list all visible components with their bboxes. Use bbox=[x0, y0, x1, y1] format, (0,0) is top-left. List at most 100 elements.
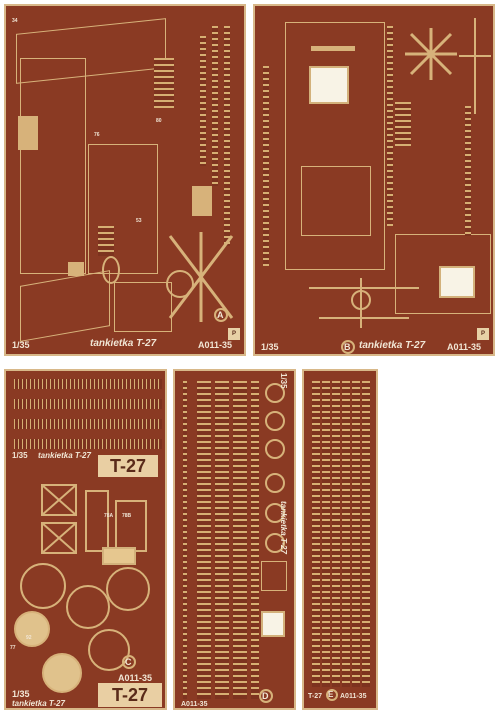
fret-letter: E bbox=[328, 690, 334, 699]
fret-letter: B bbox=[344, 342, 351, 352]
spring-part-b bbox=[395, 102, 411, 146]
track-strip-e6 bbox=[362, 381, 370, 687]
fret-letter: A bbox=[217, 310, 224, 320]
part-number-label: 80 bbox=[156, 118, 162, 124]
fret-code: A011-35 bbox=[198, 340, 233, 350]
fret-letter-badge bbox=[259, 689, 273, 703]
fret-c: 1/35 tankietka T-27 T-27 78A 78B 92 77 C… bbox=[4, 369, 167, 710]
side-panel-right bbox=[395, 234, 491, 314]
rail-strip-3 bbox=[200, 36, 206, 166]
fret-e: T-27 E A011-35 bbox=[302, 369, 378, 710]
hull-inner-panel bbox=[301, 166, 371, 236]
scale-label-top: 1/35 bbox=[12, 451, 28, 460]
track-strip-e2 bbox=[322, 381, 330, 687]
hinge-row-1 bbox=[14, 379, 162, 389]
track-strip-e1 bbox=[312, 381, 320, 687]
t27-badge: T-27 bbox=[98, 683, 162, 707]
part-number-label: 34 bbox=[12, 18, 18, 24]
road-wheel-6 bbox=[265, 533, 285, 553]
fret-letter: D bbox=[262, 691, 269, 701]
fret-letter-badge bbox=[326, 689, 338, 701]
spring-part-lower bbox=[98, 226, 114, 256]
spring-part bbox=[154, 58, 174, 108]
cross-part-b-2 bbox=[459, 18, 491, 114]
sprocket-2 bbox=[42, 653, 82, 693]
hatch-plate bbox=[18, 116, 38, 150]
fender-right bbox=[114, 282, 172, 332]
road-wheel-2 bbox=[265, 411, 285, 431]
road-wheel-3 bbox=[265, 439, 285, 459]
scale-label: 1/35 bbox=[12, 689, 30, 699]
hull-floor-panel bbox=[285, 22, 385, 270]
part-number-label: 53 bbox=[136, 218, 142, 224]
fret-title: tankietka T-27 bbox=[12, 699, 65, 708]
wheel-large-3 bbox=[106, 567, 150, 611]
wheel-large-1 bbox=[20, 563, 66, 609]
scale-label: 1/35 bbox=[12, 340, 30, 350]
hull-top-panel bbox=[16, 18, 166, 84]
fret-letter-badge bbox=[122, 655, 136, 669]
road-wheel-1 bbox=[265, 383, 285, 403]
track-strip-4 bbox=[251, 381, 259, 699]
t27-badge-top: T-27 bbox=[98, 455, 158, 477]
disc-part bbox=[102, 256, 120, 284]
fret-b: P B 1/35 tankietka T-27 A011-35 bbox=[253, 4, 495, 356]
fret-a: 34 76 80 53 P A 1/35 tankietka T-27 A011… bbox=[4, 4, 246, 356]
fret-code: A011-35 bbox=[340, 693, 367, 700]
fret-letter-badge bbox=[214, 308, 228, 322]
bracket-parts bbox=[41, 484, 147, 554]
rail-strip-2 bbox=[224, 26, 230, 246]
fret-title: tankietka T-27 bbox=[359, 340, 426, 351]
fret-code: A011-35 bbox=[181, 701, 208, 708]
rail-strip-b1 bbox=[387, 26, 393, 226]
slot-bar bbox=[311, 46, 355, 51]
part-number-label: 76 bbox=[94, 132, 100, 138]
track-strip-1 bbox=[197, 381, 211, 699]
cross-brace-part bbox=[168, 232, 234, 322]
part-number-label: 78B bbox=[122, 513, 132, 519]
fret-title: T-27 bbox=[308, 693, 323, 700]
hinge-row-3 bbox=[14, 419, 162, 429]
fret-code: A011-35 bbox=[118, 673, 153, 683]
cutout-plate bbox=[102, 547, 136, 565]
round-hatch bbox=[166, 270, 194, 298]
fret-letter-badge bbox=[341, 340, 355, 354]
cross-part-b bbox=[405, 28, 457, 80]
wheel-large-4 bbox=[88, 629, 130, 671]
louver-plate bbox=[68, 262, 84, 276]
side-rail-d bbox=[183, 381, 187, 699]
hull-panel-center bbox=[88, 144, 158, 274]
part-number-label: 92 bbox=[26, 635, 32, 641]
track-strip-3 bbox=[233, 381, 247, 699]
part-number-label: 78A bbox=[104, 513, 114, 519]
fender-left bbox=[20, 270, 110, 342]
rail-strip-b2 bbox=[465, 106, 471, 236]
fret-title: tankietka T-27 bbox=[90, 338, 157, 349]
track-strip-e4 bbox=[342, 381, 350, 687]
track-strip-e5 bbox=[352, 381, 360, 687]
window-cutout-upper bbox=[309, 66, 349, 104]
hinge-row-2 bbox=[14, 399, 162, 409]
fret-code: A011-35 bbox=[447, 342, 482, 352]
rail-strip-1 bbox=[212, 26, 218, 186]
rail-strip-b3 bbox=[263, 66, 269, 266]
panel-d bbox=[261, 561, 287, 591]
small-plate bbox=[192, 186, 212, 216]
fret-title-top: tankietka T-27 bbox=[38, 451, 91, 460]
road-wheel-4 bbox=[265, 473, 285, 493]
fret-letter: C bbox=[125, 657, 132, 667]
hull-panel-left bbox=[20, 58, 86, 274]
cutout-d bbox=[261, 611, 285, 637]
road-wheel-5 bbox=[265, 503, 285, 523]
fret-title: tankietka T-27 bbox=[279, 501, 288, 554]
window-cutout-lower bbox=[439, 266, 475, 298]
hinge-row-4 bbox=[14, 439, 162, 449]
track-strip-2 bbox=[215, 381, 229, 699]
fret-d: 1/35 tankietka T-27 D A011-35 bbox=[173, 369, 296, 710]
linkage-part bbox=[309, 278, 419, 328]
scale-label: 1/35 bbox=[261, 342, 279, 352]
part-logo: P bbox=[228, 328, 240, 340]
wheel-large-2 bbox=[66, 585, 110, 629]
track-strip-e3 bbox=[332, 381, 340, 687]
part-number-label: 77 bbox=[10, 645, 16, 651]
